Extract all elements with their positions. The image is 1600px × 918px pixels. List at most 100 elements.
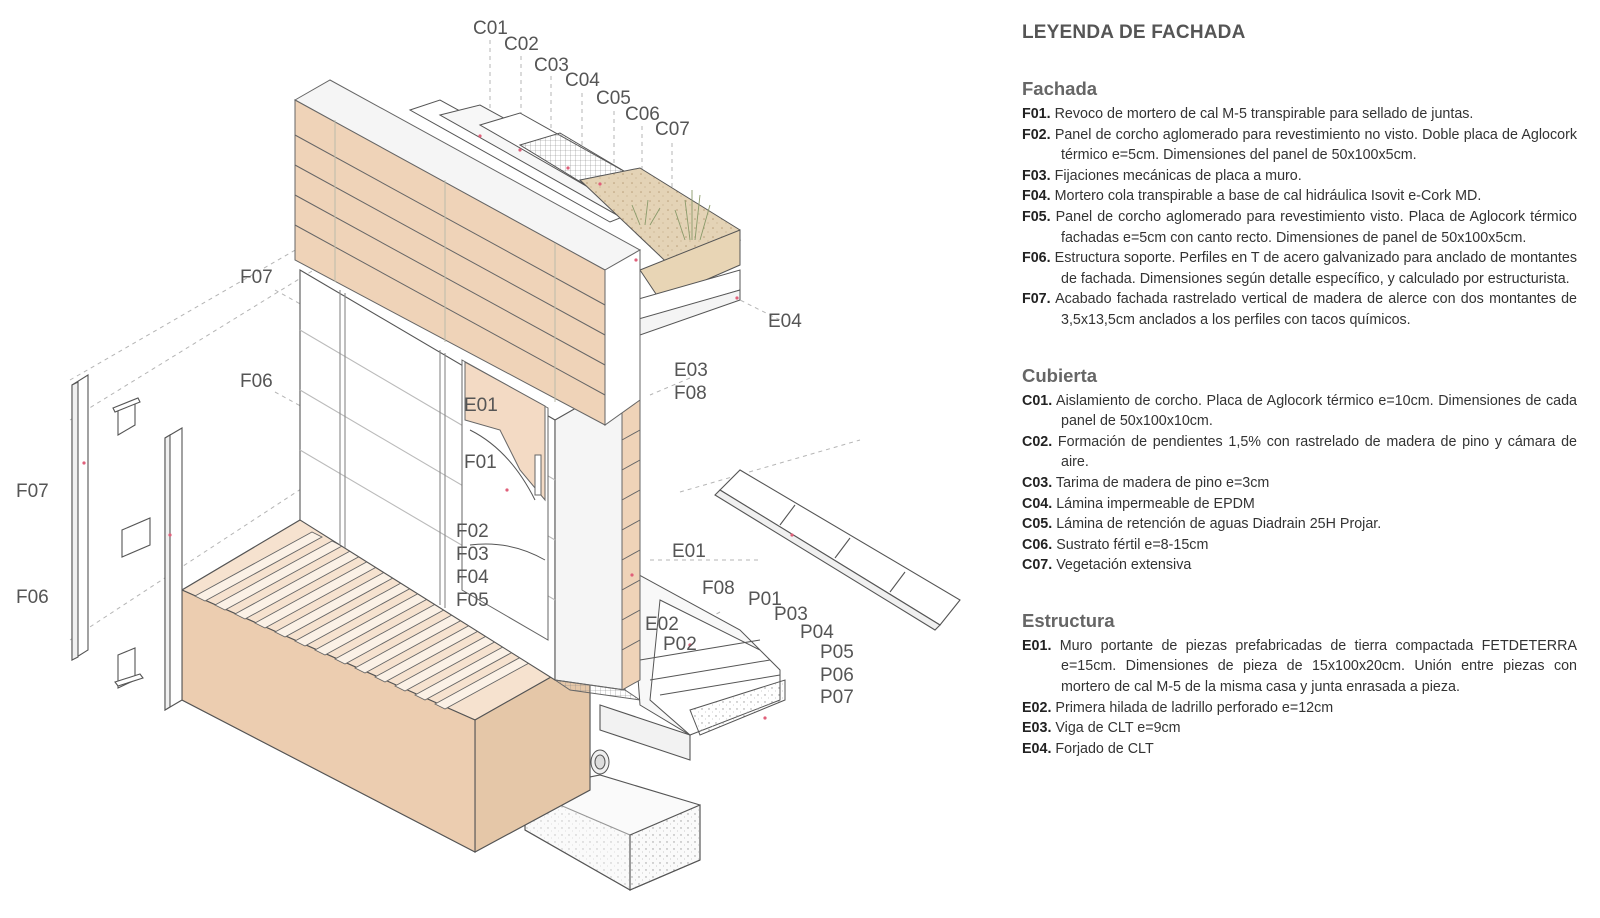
callout-p05: P05 — [820, 642, 854, 663]
exploded-larch-batten-left — [71, 374, 89, 661]
callout-e04: E04 — [768, 311, 802, 332]
legend-item-text: Panel de corcho aglomerado para revestim… — [1055, 208, 1577, 246]
legend-item-code: F03. — [1022, 167, 1051, 184]
drain-pipe — [590, 749, 610, 775]
legend-item-code: F04. — [1022, 188, 1051, 205]
callout-f02: F02 — [456, 521, 489, 542]
axonometric-facade-section: C01 C02 C03 C04 C05 C06 C07 F07 F06 E01 … — [16, 18, 961, 891]
legend-item: F01. Revoco de mortero de cal M-5 transp… — [1022, 104, 1577, 125]
callout-c07: C07 — [655, 119, 690, 140]
legend-item-code: C05. — [1022, 516, 1053, 533]
legend-item: C04. Lámina impermeable de EPDM — [1022, 494, 1577, 515]
legend-item: C06. Sustrato fértil e=8-15cm — [1022, 535, 1577, 556]
callout-c04: C04 — [565, 70, 600, 91]
reference-markers — [82, 134, 794, 720]
legend-item-code: C01. — [1022, 392, 1053, 409]
legend-item-text: Aislamiento de corcho. Placa de Aglocork… — [1056, 392, 1577, 430]
callout-p06: P06 — [820, 665, 854, 686]
callout-f06-wall: F06 — [240, 371, 273, 392]
callout-p03: P03 — [774, 604, 808, 625]
legend-item-code: E04. — [1022, 740, 1052, 757]
callout-f08-lower: F08 — [702, 578, 735, 599]
roof-layers — [408, 99, 742, 370]
callout-f08-upper: F08 — [674, 383, 707, 404]
legend-title: LEYENDA DE FACHADA — [1022, 22, 1246, 43]
wall-cutaway — [461, 359, 549, 641]
callout-f07-exploded: F07 — [16, 481, 49, 502]
legend-item-text: Primera hilada de ladrillo perforado e=1… — [1055, 699, 1334, 716]
legend-item: F06. Estructura soporte. Perfiles en T d… — [1022, 248, 1577, 289]
legend-item-text: Formación de pendientes 1,5% con rastrel… — [1057, 433, 1577, 471]
callout-e02: E02 — [645, 614, 679, 635]
callout-f04: F04 — [456, 567, 489, 588]
legend-item-text: Lámina de retención de aguas Diadrain 25… — [1056, 516, 1382, 533]
legend-item: E01. Muro portante de piezas prefabricad… — [1022, 636, 1577, 698]
legend-item-text: Viga de CLT e=9cm — [1055, 720, 1181, 737]
legend-item-code: F01. — [1022, 106, 1051, 122]
section-title: Estructura — [1022, 609, 1115, 631]
legend-item-text: Vegetación extensiva — [1056, 557, 1192, 574]
callout-c01: C01 — [473, 18, 508, 39]
legend-item: F02. Panel de corcho aglomerado para rev… — [1022, 125, 1577, 166]
legend-item: E02. Primera hilada de ladrillo perforad… — [1022, 698, 1577, 719]
legend-item: F05. Panel de corcho aglomerado para rev… — [1022, 207, 1577, 248]
legend-item-text: Revoco de mortero de cal M-5 transpirabl… — [1054, 106, 1474, 122]
legend-item: C05. Lámina de retención de aguas Diadra… — [1022, 514, 1577, 535]
vegetation — [631, 190, 711, 241]
legend-item-text: Estructura soporte. Perfiles en T de ace… — [1054, 250, 1577, 287]
callout-f06-exploded: F06 — [16, 587, 49, 608]
legend-item: C01. Aislamiento de corcho. Placa de Agl… — [1022, 391, 1577, 432]
legend-item: C02. Formación de pendientes 1,5% con ra… — [1022, 432, 1577, 473]
callout-p02: P02 — [663, 634, 697, 655]
legend-item-text: Mortero cola transpirable a base de cal … — [1054, 188, 1482, 205]
callout-p07: P07 — [820, 687, 854, 708]
callout-c02: C02 — [504, 34, 539, 55]
callout-f07-wall: F07 — [240, 267, 273, 288]
cork-facade-panel — [293, 79, 642, 426]
legend-item-text: Tarima de madera de pino e=3cm — [1055, 474, 1270, 491]
legend-item-code: C02. — [1022, 433, 1053, 450]
gutter-profile — [714, 469, 961, 631]
callout-labels: C01 C02 C03 C04 C05 C06 C07 F07 F06 E01 … — [16, 18, 854, 708]
callout-p04: P04 — [800, 622, 834, 643]
callout-f05: F05 — [456, 590, 489, 611]
legend-item-text: Lámina impermeable de EPDM — [1056, 495, 1255, 512]
legend-item-code: F06. — [1022, 250, 1051, 267]
legend-item-text: Muro portante de piezas prefabricadas de… — [1059, 637, 1577, 696]
legend-item: F07. Acabado fachada rastrelado vertical… — [1022, 289, 1577, 330]
legend-item-code: C06. — [1022, 536, 1053, 553]
legend-item: C07. Vegetación extensiva — [1022, 555, 1577, 576]
legend-item: E04. Forjado de CLT — [1022, 739, 1577, 760]
callout-p01: P01 — [748, 589, 782, 610]
callout-c06: C06 — [625, 104, 660, 125]
legend-item-text: Fijaciones mecánicas de placa a muro. — [1054, 167, 1302, 184]
legend-item-text: Acabado fachada rastrelado vertical de m… — [1055, 291, 1577, 328]
legend-item-text: Panel de corcho aglomerado para revestim… — [1054, 126, 1577, 164]
legend-item-code: E03. — [1022, 720, 1052, 737]
callout-c03: C03 — [534, 55, 569, 76]
steel-t-brackets — [112, 397, 151, 689]
legend-item-code: C04. — [1022, 495, 1053, 512]
perimeter-layers — [629, 569, 786, 736]
section-title: Fachada — [1022, 78, 1098, 99]
legend-item-code: E01. — [1022, 637, 1052, 654]
legend-item-code: E02. — [1022, 699, 1052, 716]
section-title: Cubierta — [1022, 364, 1098, 386]
callout-e01-side: E01 — [672, 541, 706, 562]
legend-item-code: F02. — [1022, 126, 1051, 143]
callout-f03: F03 — [456, 544, 489, 565]
legend-item: F03. Fijaciones mecánicas de placa a mur… — [1022, 166, 1577, 187]
legend-item-text: Sustrato fértil e=8-15cm — [1056, 536, 1209, 553]
callout-e01-inner: E01 — [464, 395, 498, 416]
legend-item-code: C07. — [1022, 557, 1053, 574]
legend-item-text: Forjado de CLT — [1055, 740, 1154, 757]
legend-item: C03. Tarima de madera de pino e=3cm — [1022, 473, 1577, 494]
legend-item-code: F07. — [1022, 291, 1051, 308]
legend-item-code: F05. — [1022, 208, 1051, 225]
callout-c05: C05 — [596, 88, 631, 109]
